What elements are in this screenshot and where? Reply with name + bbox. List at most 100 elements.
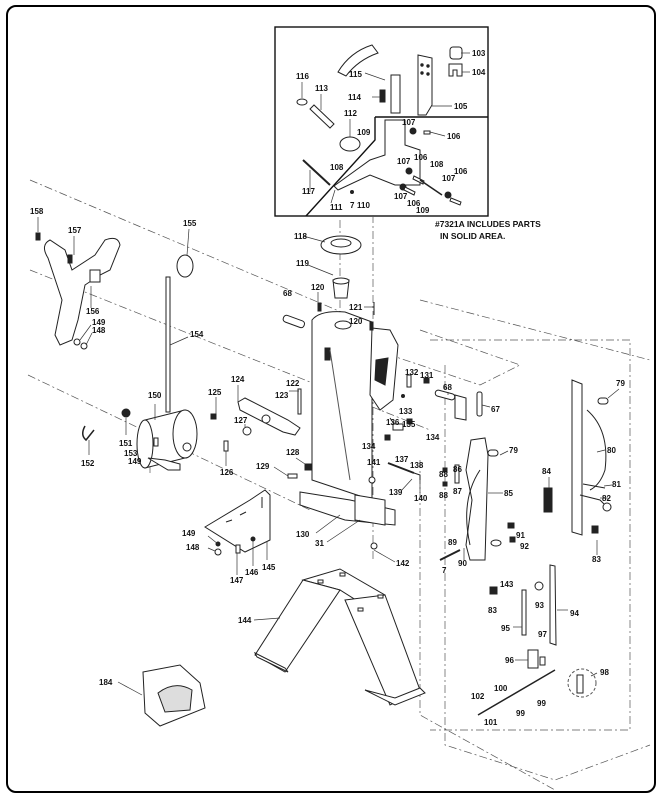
part-144-stand-foot — [364, 687, 426, 706]
part-99-rod — [477, 669, 556, 716]
label-156: 156 — [86, 307, 100, 316]
label-109: 109 — [357, 128, 371, 137]
part-86-clip — [454, 464, 460, 484]
label-142: 142 — [396, 559, 410, 568]
label-133: 133 — [399, 407, 413, 416]
part-85-upright — [465, 437, 489, 561]
label-106: 106 — [407, 199, 421, 208]
column-top-opening — [334, 320, 352, 330]
part-89-spring — [439, 549, 461, 561]
part-125-screw — [210, 413, 217, 420]
label-94: 94 — [570, 609, 579, 618]
label-99: 99 — [516, 709, 525, 718]
label-86: 86 — [453, 465, 462, 474]
inset-box — [274, 26, 489, 217]
label-93: 93 — [535, 601, 544, 610]
part-118-dish-inner — [330, 238, 352, 248]
part-152-spring — [82, 425, 95, 442]
part-96-block — [527, 649, 539, 669]
label-106: 106 — [454, 167, 468, 176]
part-155-pulley — [176, 254, 194, 278]
label-138: 138 — [410, 461, 424, 470]
label-90: 90 — [458, 559, 467, 568]
part-148-nut — [214, 548, 222, 556]
part-149-washer — [73, 338, 81, 346]
label-130: 130 — [296, 530, 310, 539]
label-148: 148 — [186, 543, 200, 552]
part-153-screw — [153, 437, 159, 447]
inset-parts — [296, 44, 463, 206]
main-column-body — [311, 311, 373, 501]
part-120-screw — [317, 302, 322, 312]
label-80: 80 — [607, 446, 616, 455]
part-132-pin — [406, 374, 412, 388]
label-116: 116 — [296, 72, 309, 81]
part-145-plate — [204, 489, 271, 553]
label-121: 121 — [349, 303, 363, 312]
label-107: 107 — [394, 192, 408, 201]
label-82: 82 — [602, 494, 611, 503]
label-154: 154 — [190, 330, 204, 339]
part-31-channel — [354, 494, 386, 526]
part-144-stand-group — [253, 568, 426, 706]
part-150-motor-foot — [147, 457, 181, 471]
inset-labels: 103 104 105 115 114 116 113 112 109 107 … — [296, 49, 486, 215]
label-139: 139 — [389, 488, 403, 497]
label-79: 79 — [509, 446, 518, 455]
part-88-screw — [442, 467, 448, 473]
label-68: 68 — [443, 383, 452, 392]
part-123-rod — [297, 388, 302, 415]
part-117-pin — [302, 159, 331, 186]
part-127-nut — [242, 426, 252, 436]
label-150: 150 — [148, 391, 162, 400]
label-79: 79 — [616, 379, 625, 388]
label-99: 99 — [537, 699, 546, 708]
label-114: 114 — [348, 93, 361, 102]
label-155: 155 — [183, 219, 197, 228]
label-108: 108 — [430, 160, 444, 169]
part-158-screw — [35, 232, 41, 241]
part-80-column — [571, 379, 583, 536]
part-119-top — [332, 277, 350, 285]
part-140-hook — [413, 472, 421, 480]
label-124: 124 — [231, 375, 245, 384]
label-81: 81 — [612, 480, 621, 489]
label-113: 113 — [315, 84, 328, 93]
label-143: 143 — [500, 580, 514, 589]
part-136-pin — [389, 417, 395, 425]
label-67: 67 — [491, 405, 500, 414]
label-91: 91 — [516, 531, 525, 540]
part-68-pin — [282, 314, 306, 329]
part-137-spring — [387, 462, 415, 474]
part-134-screw — [406, 418, 413, 425]
label-105: 105 — [454, 102, 468, 111]
page-border — [6, 5, 656, 793]
inset-note-line1: #7321A INCLUDES PARTS — [435, 219, 541, 229]
label-96: 96 — [505, 656, 514, 665]
part-92-nut — [509, 536, 516, 543]
part-104-clip — [448, 63, 463, 77]
label-92: 92 — [520, 542, 529, 551]
label-83: 83 — [488, 606, 497, 615]
label-95: 95 — [501, 624, 510, 633]
part-131-screw — [423, 377, 430, 384]
part-133-pin — [401, 394, 405, 398]
part-141-nut — [368, 476, 376, 484]
part-148-nut — [80, 342, 88, 350]
label-88: 88 — [439, 470, 448, 479]
part-97-clip — [539, 656, 546, 666]
label-134: 134 — [362, 442, 376, 451]
label-153: 153 — [124, 449, 138, 458]
part-115-slide — [390, 74, 401, 114]
label-110: 110 — [357, 201, 370, 210]
label-101: 101 — [484, 718, 498, 727]
label-151: 151 — [119, 439, 133, 448]
label-129: 129 — [256, 462, 270, 471]
part-128-spring — [304, 463, 312, 471]
label-120: 120 — [311, 283, 325, 292]
stand-bolt-hole — [357, 607, 364, 612]
part-156-bracket-group — [35, 217, 121, 350]
part-184-pedal-group — [117, 664, 206, 727]
part-82-arm — [579, 494, 606, 506]
part-157-screw — [67, 254, 73, 264]
